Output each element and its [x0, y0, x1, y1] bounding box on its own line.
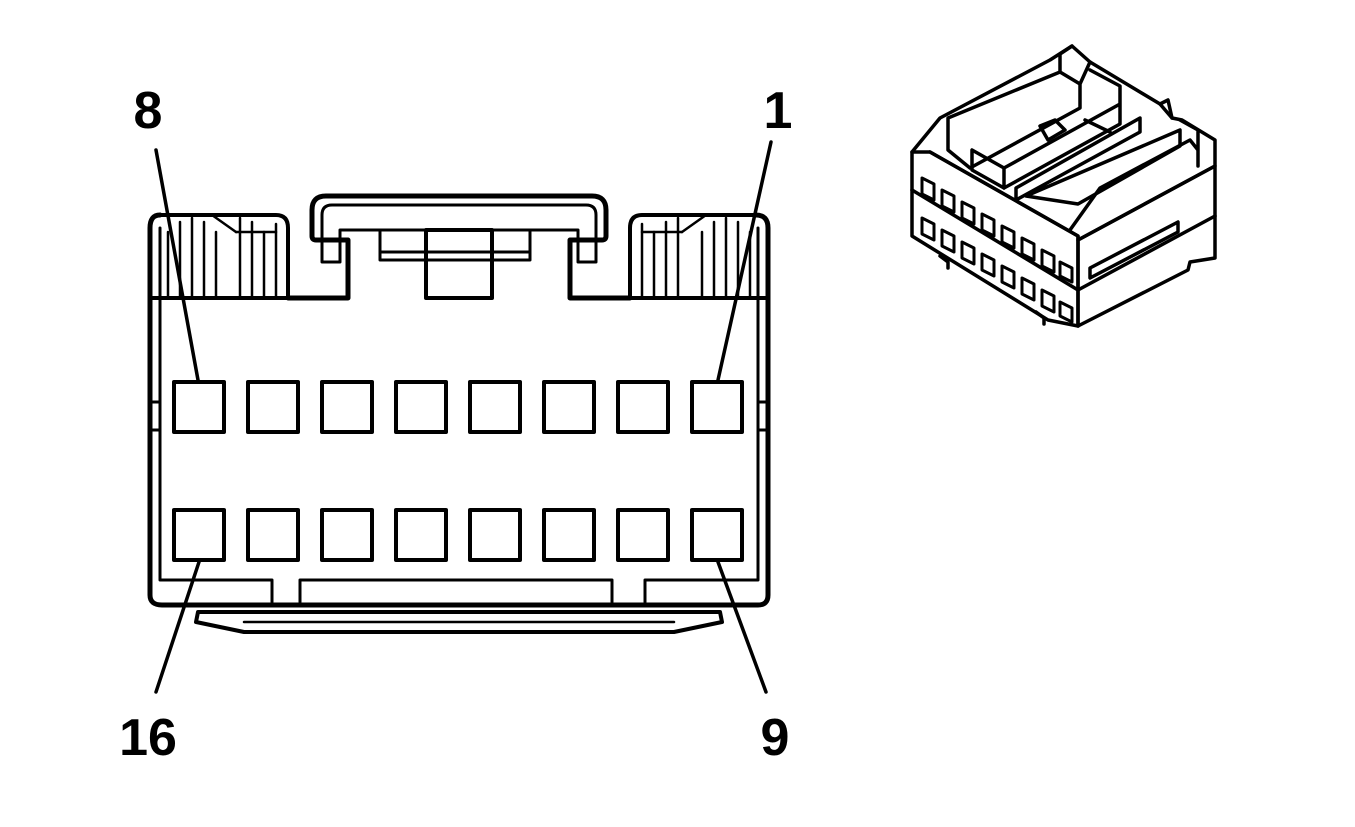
iso-cavity-row-top: [920, 176, 1074, 284]
cavity-13: [394, 508, 448, 562]
cavity-3: [542, 380, 596, 434]
cavity-15: [246, 508, 300, 562]
iso-top-ridge: [970, 68, 1122, 190]
cavity-7: [246, 380, 300, 434]
cavity-16: [172, 508, 226, 562]
top-shoulder-right: [628, 213, 770, 300]
cavity-4: [468, 380, 522, 434]
right-side-notch: [756, 400, 769, 432]
leader-lines: [154, 140, 773, 694]
cavity-8: [172, 380, 226, 434]
cavity-14: [320, 508, 374, 562]
connector-body: [147, 212, 771, 608]
pin-label-9: 9: [761, 709, 790, 767]
cavity-row-bottom: [172, 508, 744, 562]
top-shoulder-left: [148, 213, 290, 300]
leader-line-9: [716, 560, 768, 694]
latch-tab: [424, 228, 494, 300]
iso-cavity-row-bottom: [920, 216, 1074, 324]
cavity-row-top: [172, 380, 744, 434]
leader-line-16: [154, 560, 201, 694]
cavity-11: [542, 508, 596, 562]
cavity-1: [690, 380, 744, 434]
pin-label-1: 1: [764, 82, 793, 140]
pin-label-16: 16: [119, 709, 177, 767]
connector-front-view: 8 1 16 9: [119, 82, 792, 767]
iso-top-latch: [946, 44, 1092, 170]
right-rib-lines: [640, 213, 752, 300]
left-side-notch: [149, 400, 162, 432]
bottom-rail: [194, 610, 724, 634]
cavity-5: [394, 380, 448, 434]
latch-window: [378, 228, 532, 262]
center-latch-inner: [320, 203, 598, 264]
leader-line-1: [716, 140, 773, 382]
connector-isometric-view: [910, 44, 1217, 328]
cavity-9: [690, 508, 744, 562]
center-latch-outer: [285, 193, 633, 301]
cavity-2: [616, 380, 670, 434]
cavity-10: [616, 508, 670, 562]
leader-line-8: [154, 148, 200, 382]
iso-right-rail: [1068, 98, 1200, 232]
iso-side-slot: [1088, 220, 1180, 280]
left-rib-lines: [166, 213, 278, 300]
pin-label-8: 8: [134, 82, 163, 140]
cavity-6: [320, 380, 374, 434]
cavity-12: [468, 508, 522, 562]
